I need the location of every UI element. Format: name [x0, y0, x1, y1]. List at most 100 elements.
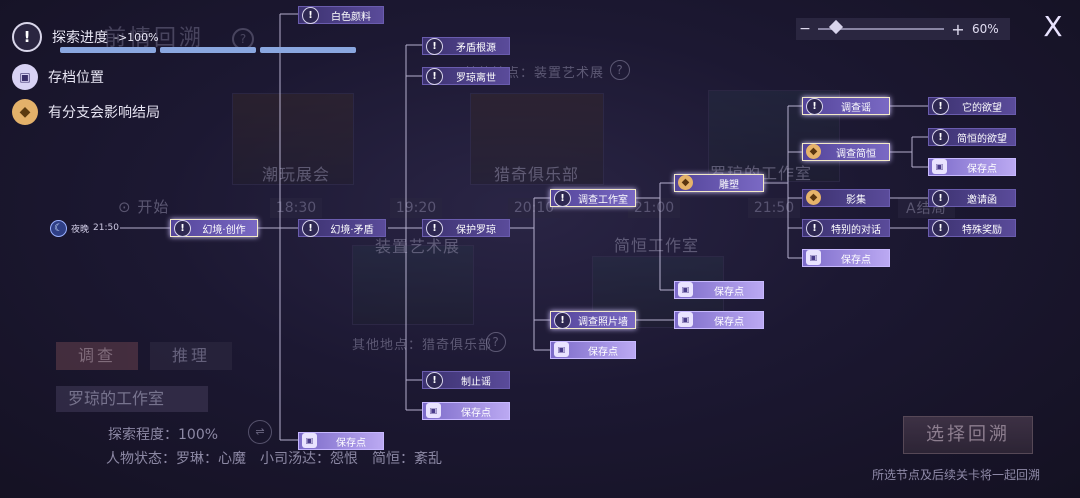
- select-replay-button[interactable]: 选择回溯: [903, 416, 1033, 454]
- save-slot-icon: ▣: [554, 342, 569, 357]
- node-label: 保存点: [336, 437, 366, 449]
- progress-value: ->100%: [114, 30, 159, 44]
- node-white-paint[interactable]: !白色颜料: [298, 6, 384, 24]
- node-label: 简恒的欲望: [957, 133, 1007, 145]
- timeline-start: ☾ 夜晚 21:50: [50, 219, 119, 237]
- room-label-jianheng-studio: 简恒工作室: [614, 236, 700, 255]
- help-icon[interactable]: ?: [610, 60, 630, 80]
- zoom-value: 60%: [972, 22, 999, 36]
- node-save-point-6[interactable]: ▣ 保存点: [802, 249, 890, 267]
- node-save-point-3[interactable]: ▣保存点: [550, 341, 636, 359]
- tab-investigate[interactable]: 调查: [56, 342, 138, 370]
- help-icon-2[interactable]: ?: [486, 332, 506, 352]
- progress-segment-3: [260, 47, 356, 53]
- start-period: 夜晚: [71, 224, 90, 235]
- node-label: 调查照片墙: [578, 316, 628, 328]
- legend-branch-row: ◆ 有分支会影响结局: [12, 99, 160, 125]
- exclamation-icon: !: [932, 190, 949, 207]
- exclamation-icon: !: [932, 220, 949, 237]
- node-label: 调查简恒: [836, 148, 876, 160]
- node-photo-album[interactable]: ◆影集: [802, 189, 890, 207]
- exclamation-icon: !: [174, 220, 191, 237]
- legend-branch-label: 有分支会影响结局: [48, 105, 160, 121]
- replay-hint: 所选节点及后续关卡将一起回溯: [872, 468, 1041, 482]
- room-thumb-toy-expo: [232, 93, 354, 185]
- exclamation-icon: !: [554, 190, 571, 207]
- node-jianheng-desire[interactable]: !简恒的欲望: [928, 128, 1016, 146]
- node-stop-yao[interactable]: ! 制止谣: [422, 371, 510, 389]
- progress-segment-2: [160, 47, 256, 53]
- zoom-minus-button[interactable]: −: [799, 21, 811, 37]
- exclamation-icon: !: [426, 38, 443, 55]
- status-label: 人物状态：: [106, 451, 176, 467]
- time-2100: 21:00: [628, 198, 680, 218]
- node-label: 矛盾根源: [456, 42, 496, 54]
- node-label: 制止谣: [461, 376, 491, 388]
- page-title: 前情回溯: [104, 26, 205, 51]
- tab-deduce[interactable]: 推理: [150, 342, 232, 370]
- legend-save-row: ▣ 存档位置: [12, 64, 104, 90]
- save-slot-icon: ▣: [12, 64, 38, 90]
- other-location-hint-2: 其他地点：猎奇俱乐部: [352, 338, 493, 353]
- branch-flame-icon: ◆: [12, 99, 38, 125]
- progress-label: 探索进度: [52, 30, 108, 46]
- node-label: 保存点: [841, 254, 871, 266]
- node-label: 白色颜料: [331, 11, 371, 23]
- save-slot-icon: ▣: [806, 250, 821, 265]
- node-conflict-root[interactable]: ! 矛盾根源: [422, 37, 510, 55]
- room-label-curio-club: 猎奇俱乐部: [494, 165, 580, 184]
- node-save-point-4[interactable]: ▣保存点: [674, 281, 764, 299]
- node-investigate-studio[interactable]: !调查工作室: [550, 189, 636, 207]
- exclamation-icon: !: [426, 372, 443, 389]
- node-special-reward[interactable]: !特殊奖励: [928, 219, 1016, 237]
- start-label: ⊙ 开始: [118, 198, 170, 216]
- close-button[interactable]: X: [1043, 10, 1063, 43]
- branch-flame-icon: ◆: [806, 144, 821, 159]
- exclamation-icon: !: [302, 220, 319, 237]
- moon-icon: ☾: [50, 219, 67, 237]
- start-time: 21:50: [93, 223, 119, 233]
- node-label: 保存点: [461, 407, 491, 419]
- node-save-point-5[interactable]: ▣保存点: [674, 311, 764, 329]
- node-sculpture[interactable]: ◆雕塑: [674, 174, 764, 192]
- node-label: 它的欲望: [962, 102, 1002, 114]
- node-luoqiong-death[interactable]: !罗琼离世: [422, 67, 510, 85]
- node-label: 幻境·矛盾: [330, 224, 374, 236]
- room-label-installation: 装置艺术展: [375, 237, 461, 256]
- node-save-point-1[interactable]: ▣ 保存点: [298, 432, 384, 450]
- zoom-slider-track[interactable]: [818, 19, 944, 35]
- node-label: 邀请函: [967, 194, 997, 206]
- exclamation-icon: !: [426, 220, 443, 237]
- node-illusion-creation[interactable]: ! 幻境·创作: [170, 219, 258, 237]
- zoom-slider-handle[interactable]: [828, 19, 843, 35]
- node-investigate-jianheng[interactable]: ◆ 调查简恒: [802, 143, 890, 161]
- status-stendhal: 小司汤达：怨恨: [260, 451, 358, 467]
- node-invitation[interactable]: ! 邀请函: [928, 189, 1016, 207]
- exclamation-icon: !: [806, 220, 823, 237]
- character-status-row: 人物状态： 罗琳：心魔 小司汤达：怨恨 简恒：紊乱: [106, 448, 442, 468]
- node-label: 保存点: [714, 316, 744, 328]
- node-investigate-photo-wall[interactable]: !调查照片墙: [550, 311, 636, 329]
- refresh-icon[interactable]: ⇌: [248, 420, 272, 444]
- node-illusion-conflict[interactable]: ! 幻境·矛盾: [298, 219, 386, 237]
- node-investigate-yao[interactable]: !调查谣: [802, 97, 890, 115]
- node-save-point-2[interactable]: ▣保存点: [422, 402, 510, 420]
- node-special-dialogue[interactable]: !特别的对话: [802, 219, 890, 237]
- status-jianheng: 简恒：紊乱: [372, 451, 442, 467]
- room-thumb-installation: [352, 245, 474, 325]
- status-luolin: 罗琳：心魔: [176, 451, 246, 467]
- node-label: 调查谣: [841, 102, 871, 114]
- zoom-plus-button[interactable]: +: [951, 19, 965, 39]
- exclamation-icon: !: [932, 98, 949, 115]
- progress-segment-1: [60, 47, 156, 53]
- node-its-desire[interactable]: ! 它的欲望: [928, 97, 1016, 115]
- node-label: 保存点: [967, 163, 997, 175]
- node-protect-luoqiong[interactable]: !保护罗琼: [422, 219, 510, 237]
- save-slot-icon: ▣: [932, 159, 947, 174]
- node-save-point-7[interactable]: ▣ 保存点: [928, 158, 1016, 176]
- save-slot-icon: ▣: [678, 282, 693, 297]
- save-slot-icon: ▣: [302, 433, 317, 448]
- node-label: 幻境·创作: [202, 224, 246, 236]
